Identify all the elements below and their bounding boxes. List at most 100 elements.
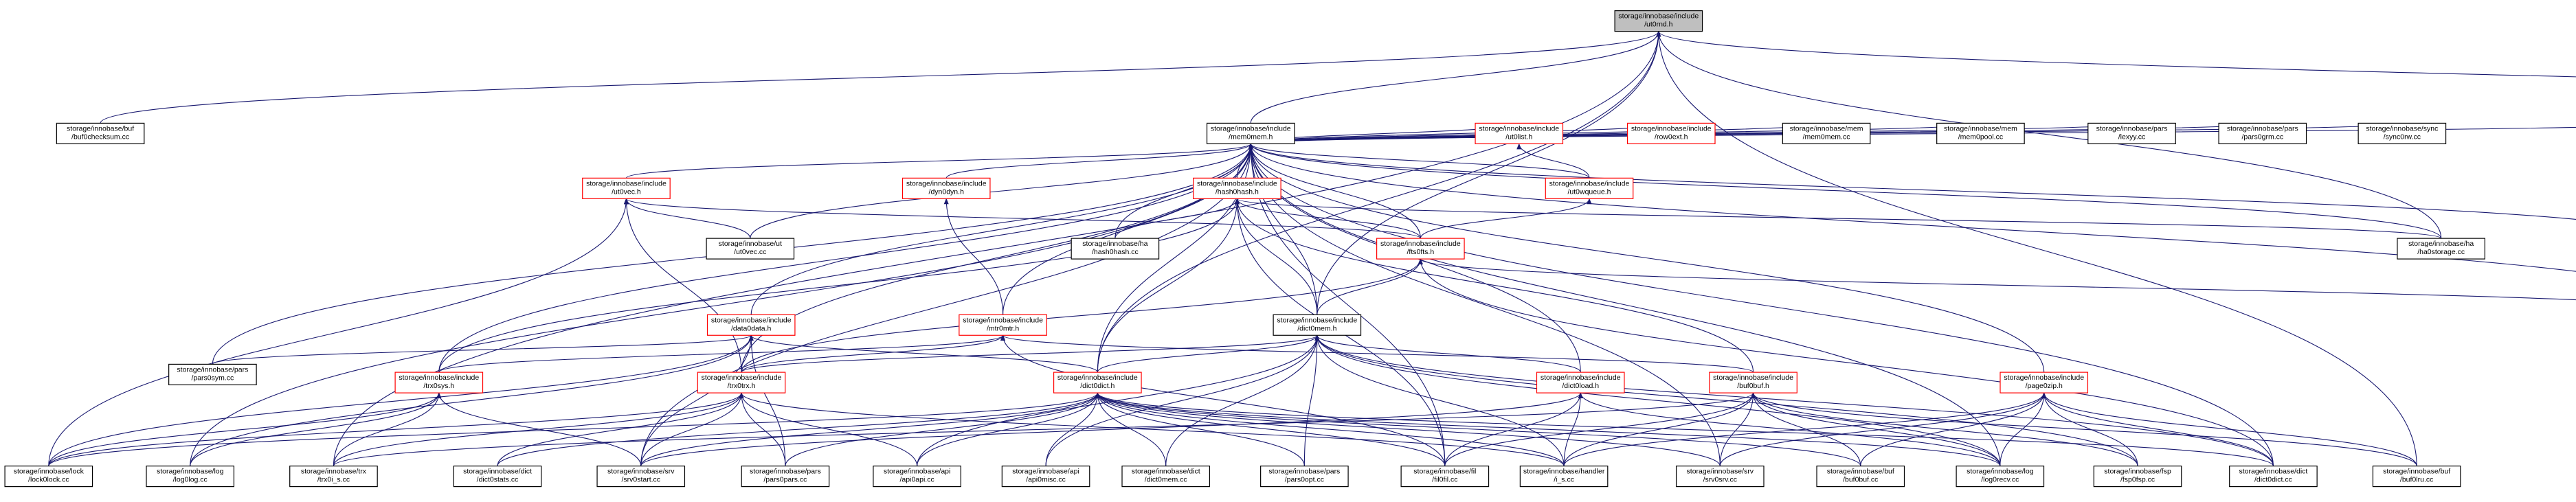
edge-fts0pars_cc-to-mem0mem_h <box>1248 143 2576 220</box>
edge-srv0start_cc-to-mem0mem_h <box>640 143 1253 466</box>
node-srv0srv_cc[interactable]: storage/innobase/srv/srv0srv.cc <box>1675 465 1765 488</box>
node-label-line: storage/innobase/dict <box>1132 468 1200 476</box>
edge-dyn0dyn_h-to-mem0mem_h <box>945 143 1253 179</box>
node-trx0sys_h[interactable]: storage/innobase/include/trx0sys.h <box>394 372 484 393</box>
node-data0data_h[interactable]: storage/innobase/include/data0data.h <box>706 314 796 336</box>
node-label-line: storage/innobase/dict <box>2239 468 2308 476</box>
edge-trx0i_s_cc-to-trx0trx_h <box>333 392 744 466</box>
node-label-line: /hash0hash.cc <box>1092 248 1139 256</box>
edge-fts0fts_h-to-ut0wqueue_h <box>1420 198 1592 239</box>
node-ha0storage_cc[interactable]: storage/innobase/ha/ha0storage.cc <box>2397 238 2485 260</box>
node-page0zip_h[interactable]: storage/innobase/include/page0zip.h <box>2000 372 2089 393</box>
node-api0api_cc[interactable]: storage/innobase/api/api0api.cc <box>873 465 961 488</box>
edge-lock0lock_cc-to-data0data_h <box>48 334 754 466</box>
node-buf0buf_cc[interactable]: storage/innobase/buf/buf0buf.cc <box>1816 465 1905 488</box>
node-buf0checksum[interactable]: storage/innobase/buf/buf0checksum.cc <box>56 122 145 144</box>
node-label-line: /buf0checksum.cc <box>71 133 129 141</box>
node-label-line: storage/innobase/include <box>399 374 479 382</box>
node-hash0hash_h[interactable]: storage/innobase/include/hash0hash.h <box>1193 177 1281 199</box>
edge-log0recv_cc-to-dict0load_h <box>1578 392 2001 466</box>
node-pars0sym_cc[interactable]: storage/innobase/pars/pars0sym.cc <box>168 363 257 386</box>
node-box <box>1545 177 1634 199</box>
node-buf0buf_h[interactable]: storage/innobase/include/buf0buf.h <box>1709 372 1797 393</box>
node-label-line: /buf0buf.cc <box>1843 476 1878 484</box>
node-pars0pars_cc[interactable]: storage/innobase/pars/pars0pars.cc <box>741 465 830 488</box>
node-i_s_cc[interactable]: storage/innobase/handler/i_s.cc <box>1519 465 1609 488</box>
node-dict0dict_h[interactable]: storage/innobase/include/dict0dict.h <box>1053 372 1142 393</box>
edge-i_s_cc-to-dict0mem_h <box>1314 334 1565 466</box>
edge-log0log_cc-to-trx0sys_h <box>190 392 442 466</box>
node-label-line: storage/innobase/include <box>711 316 792 324</box>
edge-log0recv_cc-to-dict0dict_h <box>1095 392 2001 466</box>
node-ut0vec_h[interactable]: storage/innobase/include/ut0vec.h <box>582 177 671 199</box>
node-log0log_cc[interactable]: storage/innobase/log/log0log.cc <box>146 465 235 488</box>
node-dict0mem_cc[interactable]: storage/innobase/dict/dict0mem.cc <box>1121 465 1211 488</box>
node-sync0rw_cc[interactable]: storage/innobase/sync/sync0rw.cc <box>2357 122 2447 144</box>
node-api0misc_cc[interactable]: storage/innobase/api/api0misc.cc <box>1001 465 1090 488</box>
node-label-line: /pars0opt.cc <box>1285 476 1324 484</box>
edge-trx0sys_h-to-hash0hash_h <box>438 198 1240 373</box>
node-buf0lru_cc[interactable]: storage/innobase/buf/buf0lru.cc <box>2372 465 2461 488</box>
node-label-line: storage/innobase/include <box>1549 179 1630 187</box>
node-lock0lock_cc[interactable]: storage/innobase/lock/lock0lock.cc <box>4 465 93 488</box>
edge-dict0mem_h-to-mem0mem_h <box>1248 143 1318 315</box>
node-box <box>1475 122 1564 144</box>
edge-ut0wqueue_h-to-mem0mem_h <box>1248 143 1590 179</box>
edge-dict0dict_cc-to-dict0dict_h <box>1095 392 2274 466</box>
node-trx0i_s_cc[interactable]: storage/innobase/trx/trx0i_s.cc <box>289 465 378 488</box>
node-box <box>146 465 235 488</box>
node-mem0pool_cc[interactable]: storage/innobase/mem/mem0pool.cc <box>1936 122 2025 144</box>
node-dict0load_h[interactable]: storage/innobase/include/dict0load.h <box>1536 372 1625 393</box>
node-pars0grm_cc[interactable]: storage/innobase/pars/pars0grm.cc <box>2218 122 2307 144</box>
node-log0recv_cc[interactable]: storage/innobase/log/log0recv.cc <box>1956 465 2045 488</box>
node-label-line: storage/innobase/mem <box>1790 124 1863 133</box>
edge-fts0fts_h-to-ut0vec_h <box>624 198 1421 239</box>
node-dyn0dyn_h[interactable]: storage/innobase/include/dyn0dyn.h <box>901 177 991 199</box>
node-label-line: storage/innobase/pars <box>2227 124 2298 133</box>
node-box <box>1053 372 1142 393</box>
node-ut0list_h[interactable]: storage/innobase/include/ut0list.h <box>1475 122 1564 144</box>
node-box <box>1400 465 1490 488</box>
node-fil0fil_cc[interactable]: storage/innobase/fil/fil0fil.cc <box>1400 465 1490 488</box>
node-ut0wqueue_h[interactable]: storage/innobase/include/ut0wqueue.h <box>1545 177 1634 199</box>
node-pars0opt_cc[interactable]: storage/innobase/pars/pars0opt.cc <box>1260 465 1349 488</box>
edge-dict0load_h-to-dict0mem_h <box>1314 334 1581 373</box>
node-label-line: /fts0fts.h <box>1407 248 1434 256</box>
node-srv0start_cc[interactable]: storage/innobase/srv/srv0start.cc <box>596 465 686 488</box>
node-dict0stats_cc[interactable]: storage/innobase/dict/dict0stats.cc <box>453 465 542 488</box>
node-mem0mem_h[interactable]: storage/innobase/include/mem0mem.h <box>1206 122 1295 144</box>
edge-dict0dict_h-to-data0data_h <box>748 334 1098 373</box>
node-fsp0fsp_cc[interactable]: storage/innobase/fsp/fsp0fsp.cc <box>2093 465 2182 488</box>
edge-fts0ast_cc-to-mem0mem_h <box>1248 143 2576 272</box>
node-box <box>289 465 378 488</box>
node-trx0trx_h[interactable]: storage/innobase/include/trx0trx.h <box>697 372 786 393</box>
node-fts0fts_h[interactable]: storage/innobase/include/fts0fts.h <box>1376 238 1465 260</box>
edge-fil0fil_cc-to-dict0dict_h <box>1095 392 1446 466</box>
edge-fts0ast_cc-to-fts0fts_h <box>1418 258 2576 301</box>
node-ut0vec_cc[interactable]: storage/innobase/ut/ut0vec.cc <box>706 238 795 260</box>
node-row0ext_h[interactable]: storage/innobase/include/row0ext.h <box>1626 122 1716 144</box>
edge-fsp0fsp_cc-to-buf0buf_h <box>1751 392 2138 466</box>
edge-fil0fil_cc-to-mtr0mtr_h <box>1000 334 1446 466</box>
node-label-line: storage/innobase/pars <box>2096 124 2168 133</box>
node-label-line: /mtr0mtr.h <box>987 324 1019 332</box>
node-dict0mem_h[interactable]: storage/innobase/include/dict0mem.h <box>1273 314 1362 336</box>
node-box <box>1260 465 1349 488</box>
node-label-line: storage/innobase/buf <box>2383 468 2450 476</box>
node-lexyy_cc[interactable]: storage/innobase/pars/lexyy.cc <box>2087 122 2176 144</box>
edge-ha0storage_cc-to-mem0mem_h <box>1248 143 2442 239</box>
node-label-line: /dict0dict.h <box>1080 382 1115 390</box>
node-label-line: /dict0mem.h <box>1297 324 1336 332</box>
node-label-line: storage/innobase/include <box>1057 374 1138 382</box>
edge-srv0srv_cc-to-buf0buf_h <box>1719 392 1756 466</box>
node-box <box>1206 122 1295 144</box>
node-dict0dict_cc[interactable]: storage/innobase/dict/dict0dict.cc <box>2229 465 2318 488</box>
node-mem0mem_cc[interactable]: storage/innobase/mem/mem0mem.cc <box>1782 122 1871 144</box>
node-mtr0mtr_h[interactable]: storage/innobase/include/mtr0mtr.h <box>959 314 1047 336</box>
node-box <box>2372 465 2461 488</box>
edge-buf0buf_h-to-hash0hash_h <box>1234 198 1754 373</box>
node-label-line: /data0data.h <box>731 324 772 332</box>
node-box <box>1273 314 1362 336</box>
node-hash0hash_cc[interactable]: storage/innobase/ha/hash0hash.cc <box>1071 238 1160 260</box>
node-label-line: storage/innobase/include <box>1541 374 1621 382</box>
